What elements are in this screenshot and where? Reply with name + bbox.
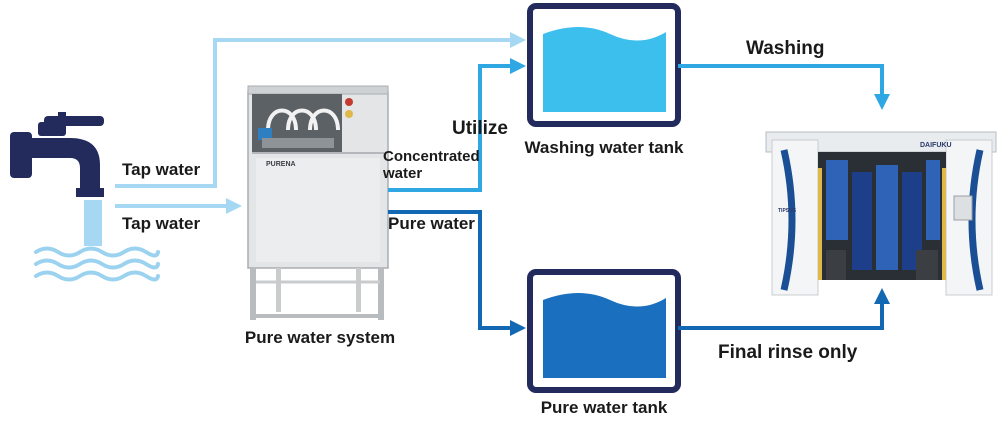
pure-water-system-machine [247,85,389,320]
tap-water-label-bottom: Tap water [122,214,201,233]
pure-water-system-label: Pure water system [244,328,396,347]
concentrated-water-label: Concentrated water [383,148,480,183]
carwash-brand-label: DAIFUKU [920,142,952,149]
carwash-side-brand-label: TIPSUS [778,208,797,214]
utilize-label: Utilize [452,118,508,139]
washing-water-tank-label: Washing water tank [524,138,684,157]
washing-water-tank [527,3,681,127]
pure-water-tank-label: Pure water tank [540,398,668,417]
final-rinse-only-label: Final rinse only [718,342,858,363]
pure-water-label: Pure water [388,214,475,233]
water-waves-icon [34,246,160,282]
tap-water-line-top [115,32,526,188]
water-stream [84,200,102,246]
tap-water-label-top: Tap water [122,160,201,179]
pure-water-tank [527,269,681,393]
concentrated-water-line [388,58,526,192]
faucet-icon [10,112,104,197]
car-wash-machine [765,131,997,296]
tap-water-line-bottom [115,198,242,214]
machine-brand-label: PURENA [266,161,296,168]
pure-water-line [388,210,526,336]
washing-line [678,64,890,110]
final-rinse-line [678,288,890,330]
washing-label: Washing [746,38,825,59]
